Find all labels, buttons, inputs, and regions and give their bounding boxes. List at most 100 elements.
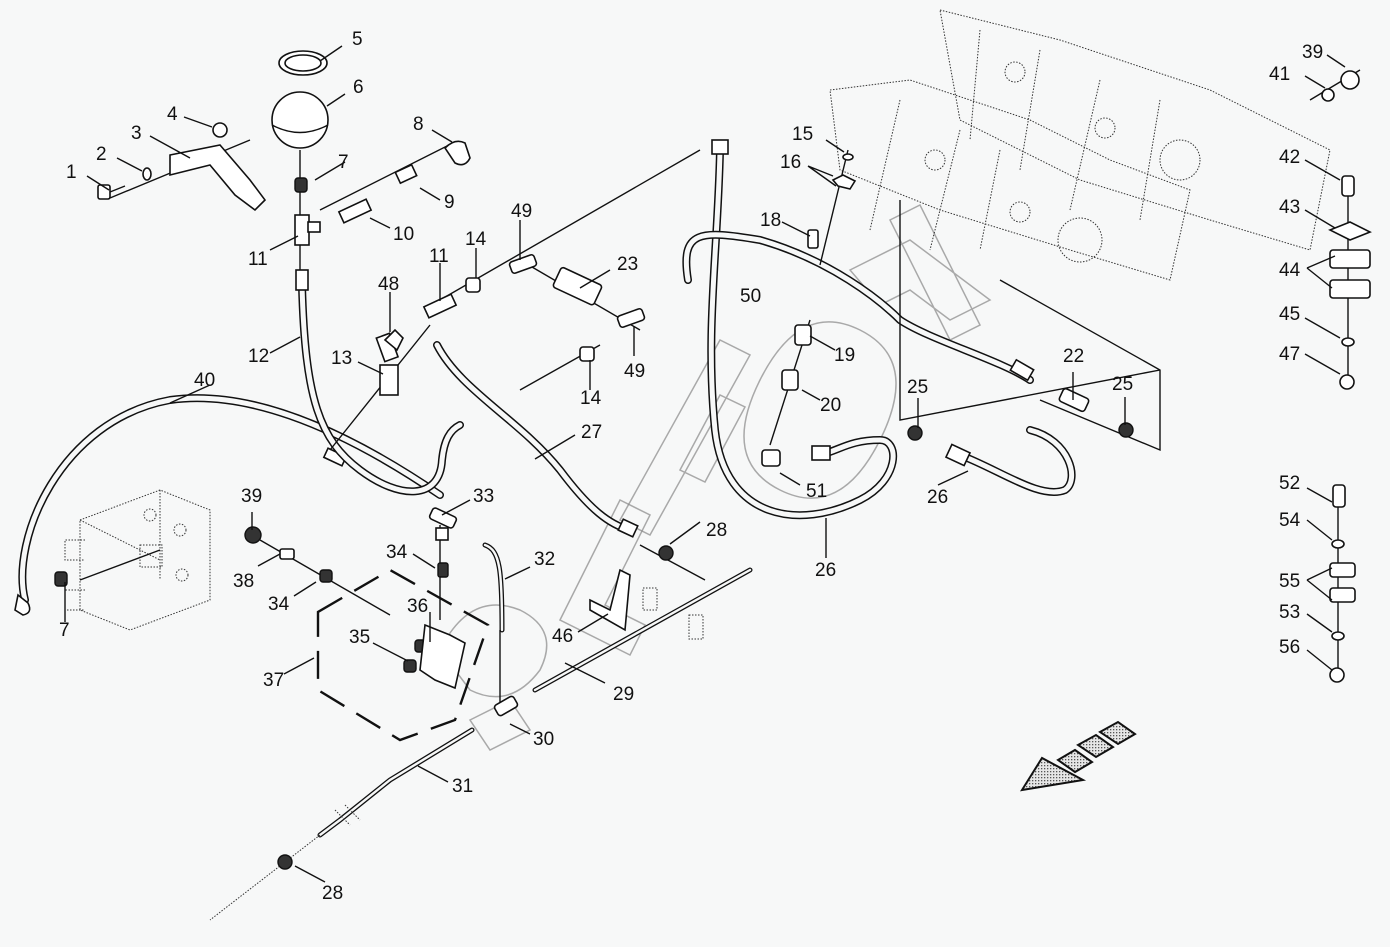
nut-39b — [1340, 70, 1360, 90]
nut-56 — [1329, 667, 1345, 683]
bracket-46 — [589, 568, 631, 632]
callout-48[interactable]: 48 — [378, 274, 399, 295]
callout-37[interactable]: 37 — [263, 670, 284, 691]
callout-35[interactable]: 35 — [349, 627, 370, 648]
tee-49b — [616, 307, 646, 329]
callout-49-bottom[interactable]: 49 — [624, 361, 645, 382]
callout-49-top[interactable]: 49 — [511, 201, 532, 222]
callout-23[interactable]: 23 — [617, 254, 638, 275]
fitting-19 — [794, 324, 812, 346]
washer-2 — [142, 167, 152, 181]
callout-39-right[interactable]: 39 — [1302, 42, 1323, 63]
connector-10 — [337, 198, 373, 224]
bolt-42 — [1341, 175, 1355, 197]
callout-46[interactable]: 46 — [552, 626, 573, 647]
callout-1[interactable]: 1 — [66, 162, 77, 183]
callout-47[interactable]: 47 — [1279, 344, 1300, 365]
callout-2[interactable]: 2 — [96, 144, 107, 165]
nut-28b — [277, 854, 293, 870]
callout-53[interactable]: 53 — [1279, 602, 1300, 623]
hose-26-left — [707, 139, 897, 520]
callout-28-mid[interactable]: 28 — [706, 520, 727, 541]
callout-6[interactable]: 6 — [353, 77, 364, 98]
callout-14-bottom[interactable]: 14 — [580, 388, 602, 409]
callout-7-top[interactable]: 7 — [338, 152, 349, 173]
clamp-55a — [1329, 562, 1356, 578]
callout-32[interactable]: 32 — [534, 549, 555, 570]
nut-39a — [244, 526, 262, 544]
callout-34-mid[interactable]: 34 — [386, 542, 408, 563]
callout-10[interactable]: 10 — [393, 224, 414, 245]
callout-leaders — [64, 45, 1346, 883]
fitting-34a — [437, 562, 449, 578]
callout-3[interactable]: 3 — [131, 123, 142, 144]
callout-40[interactable]: 40 — [194, 370, 215, 391]
callout-42[interactable]: 42 — [1279, 147, 1300, 168]
fitting-7 — [294, 177, 308, 193]
callout-41[interactable]: 41 — [1269, 64, 1290, 85]
callout-13[interactable]: 13 — [331, 348, 352, 369]
callout-38[interactable]: 38 — [233, 571, 254, 592]
callout-56[interactable]: 56 — [1279, 637, 1300, 658]
callout-14-top[interactable]: 14 — [465, 229, 487, 250]
washer-53 — [1331, 631, 1345, 641]
clip-8 — [443, 140, 471, 166]
callout-4[interactable]: 4 — [167, 104, 178, 125]
callout-33[interactable]: 33 — [473, 486, 494, 507]
callout-30[interactable]: 30 — [533, 729, 554, 750]
callout-55[interactable]: 55 — [1279, 571, 1300, 592]
callout-36[interactable]: 36 — [407, 596, 428, 617]
callout-7-left[interactable]: 7 — [59, 620, 70, 641]
pipe-29 — [532, 567, 753, 693]
tee-22 — [1058, 387, 1090, 413]
elbow-48 — [383, 328, 404, 352]
callout-20[interactable]: 20 — [820, 395, 841, 416]
callout-5[interactable]: 5 — [352, 29, 363, 50]
callout-15[interactable]: 15 — [792, 124, 813, 145]
callout-11-mid[interactable]: 11 — [429, 246, 449, 267]
callout-51[interactable]: 51 — [806, 481, 827, 502]
clamp-55b — [1329, 587, 1356, 603]
tee-11 — [294, 214, 321, 246]
callout-8[interactable]: 8 — [413, 114, 424, 135]
callout-19[interactable]: 19 — [834, 345, 855, 366]
callout-12[interactable]: 12 — [248, 346, 269, 367]
callout-28-bottom[interactable]: 28 — [322, 883, 343, 904]
nut-14b — [579, 346, 595, 362]
callout-34-left[interactable]: 34 — [268, 594, 290, 615]
washer-15 — [842, 153, 854, 161]
callout-11-left[interactable]: 11 — [248, 249, 268, 270]
callout-52[interactable]: 52 — [1279, 473, 1300, 494]
callout-25-right[interactable]: 25 — [1112, 374, 1133, 395]
callout-45[interactable]: 45 — [1279, 304, 1300, 325]
callout-26-right[interactable]: 26 — [927, 487, 948, 508]
callout-50[interactable]: 50 — [740, 286, 761, 307]
callout-27[interactable]: 27 — [581, 422, 602, 443]
callout-16[interactable]: 16 — [780, 152, 801, 173]
fitting-7-left — [54, 571, 68, 587]
callout-54[interactable]: 54 — [1279, 510, 1301, 531]
callout-43[interactable]: 43 — [1279, 197, 1300, 218]
callout-9[interactable]: 9 — [444, 192, 455, 213]
callout-18[interactable]: 18 — [760, 210, 781, 231]
sensor-13 — [375, 332, 400, 396]
callout-25-left[interactable]: 25 — [907, 377, 928, 398]
callout-22[interactable]: 22 — [1063, 346, 1084, 367]
clamp-16 — [831, 174, 857, 190]
callout-31[interactable]: 31 — [452, 776, 473, 797]
nut-4 — [212, 122, 228, 138]
callout-29[interactable]: 29 — [613, 684, 634, 705]
bolt-18 — [807, 229, 819, 249]
nut-25b — [1118, 422, 1134, 438]
pump-assembly — [829, 9, 1331, 281]
hose-50 — [682, 230, 1035, 384]
tee-11b — [422, 293, 458, 319]
block-37 — [419, 623, 466, 690]
tee-30 — [493, 695, 519, 717]
sleeve-38 — [279, 548, 295, 560]
callout-39-left[interactable]: 39 — [241, 486, 262, 507]
callout-26-bottom[interactable]: 26 — [815, 560, 836, 581]
sleeve-41 — [1321, 88, 1335, 102]
callout-44[interactable]: 44 — [1279, 260, 1301, 281]
